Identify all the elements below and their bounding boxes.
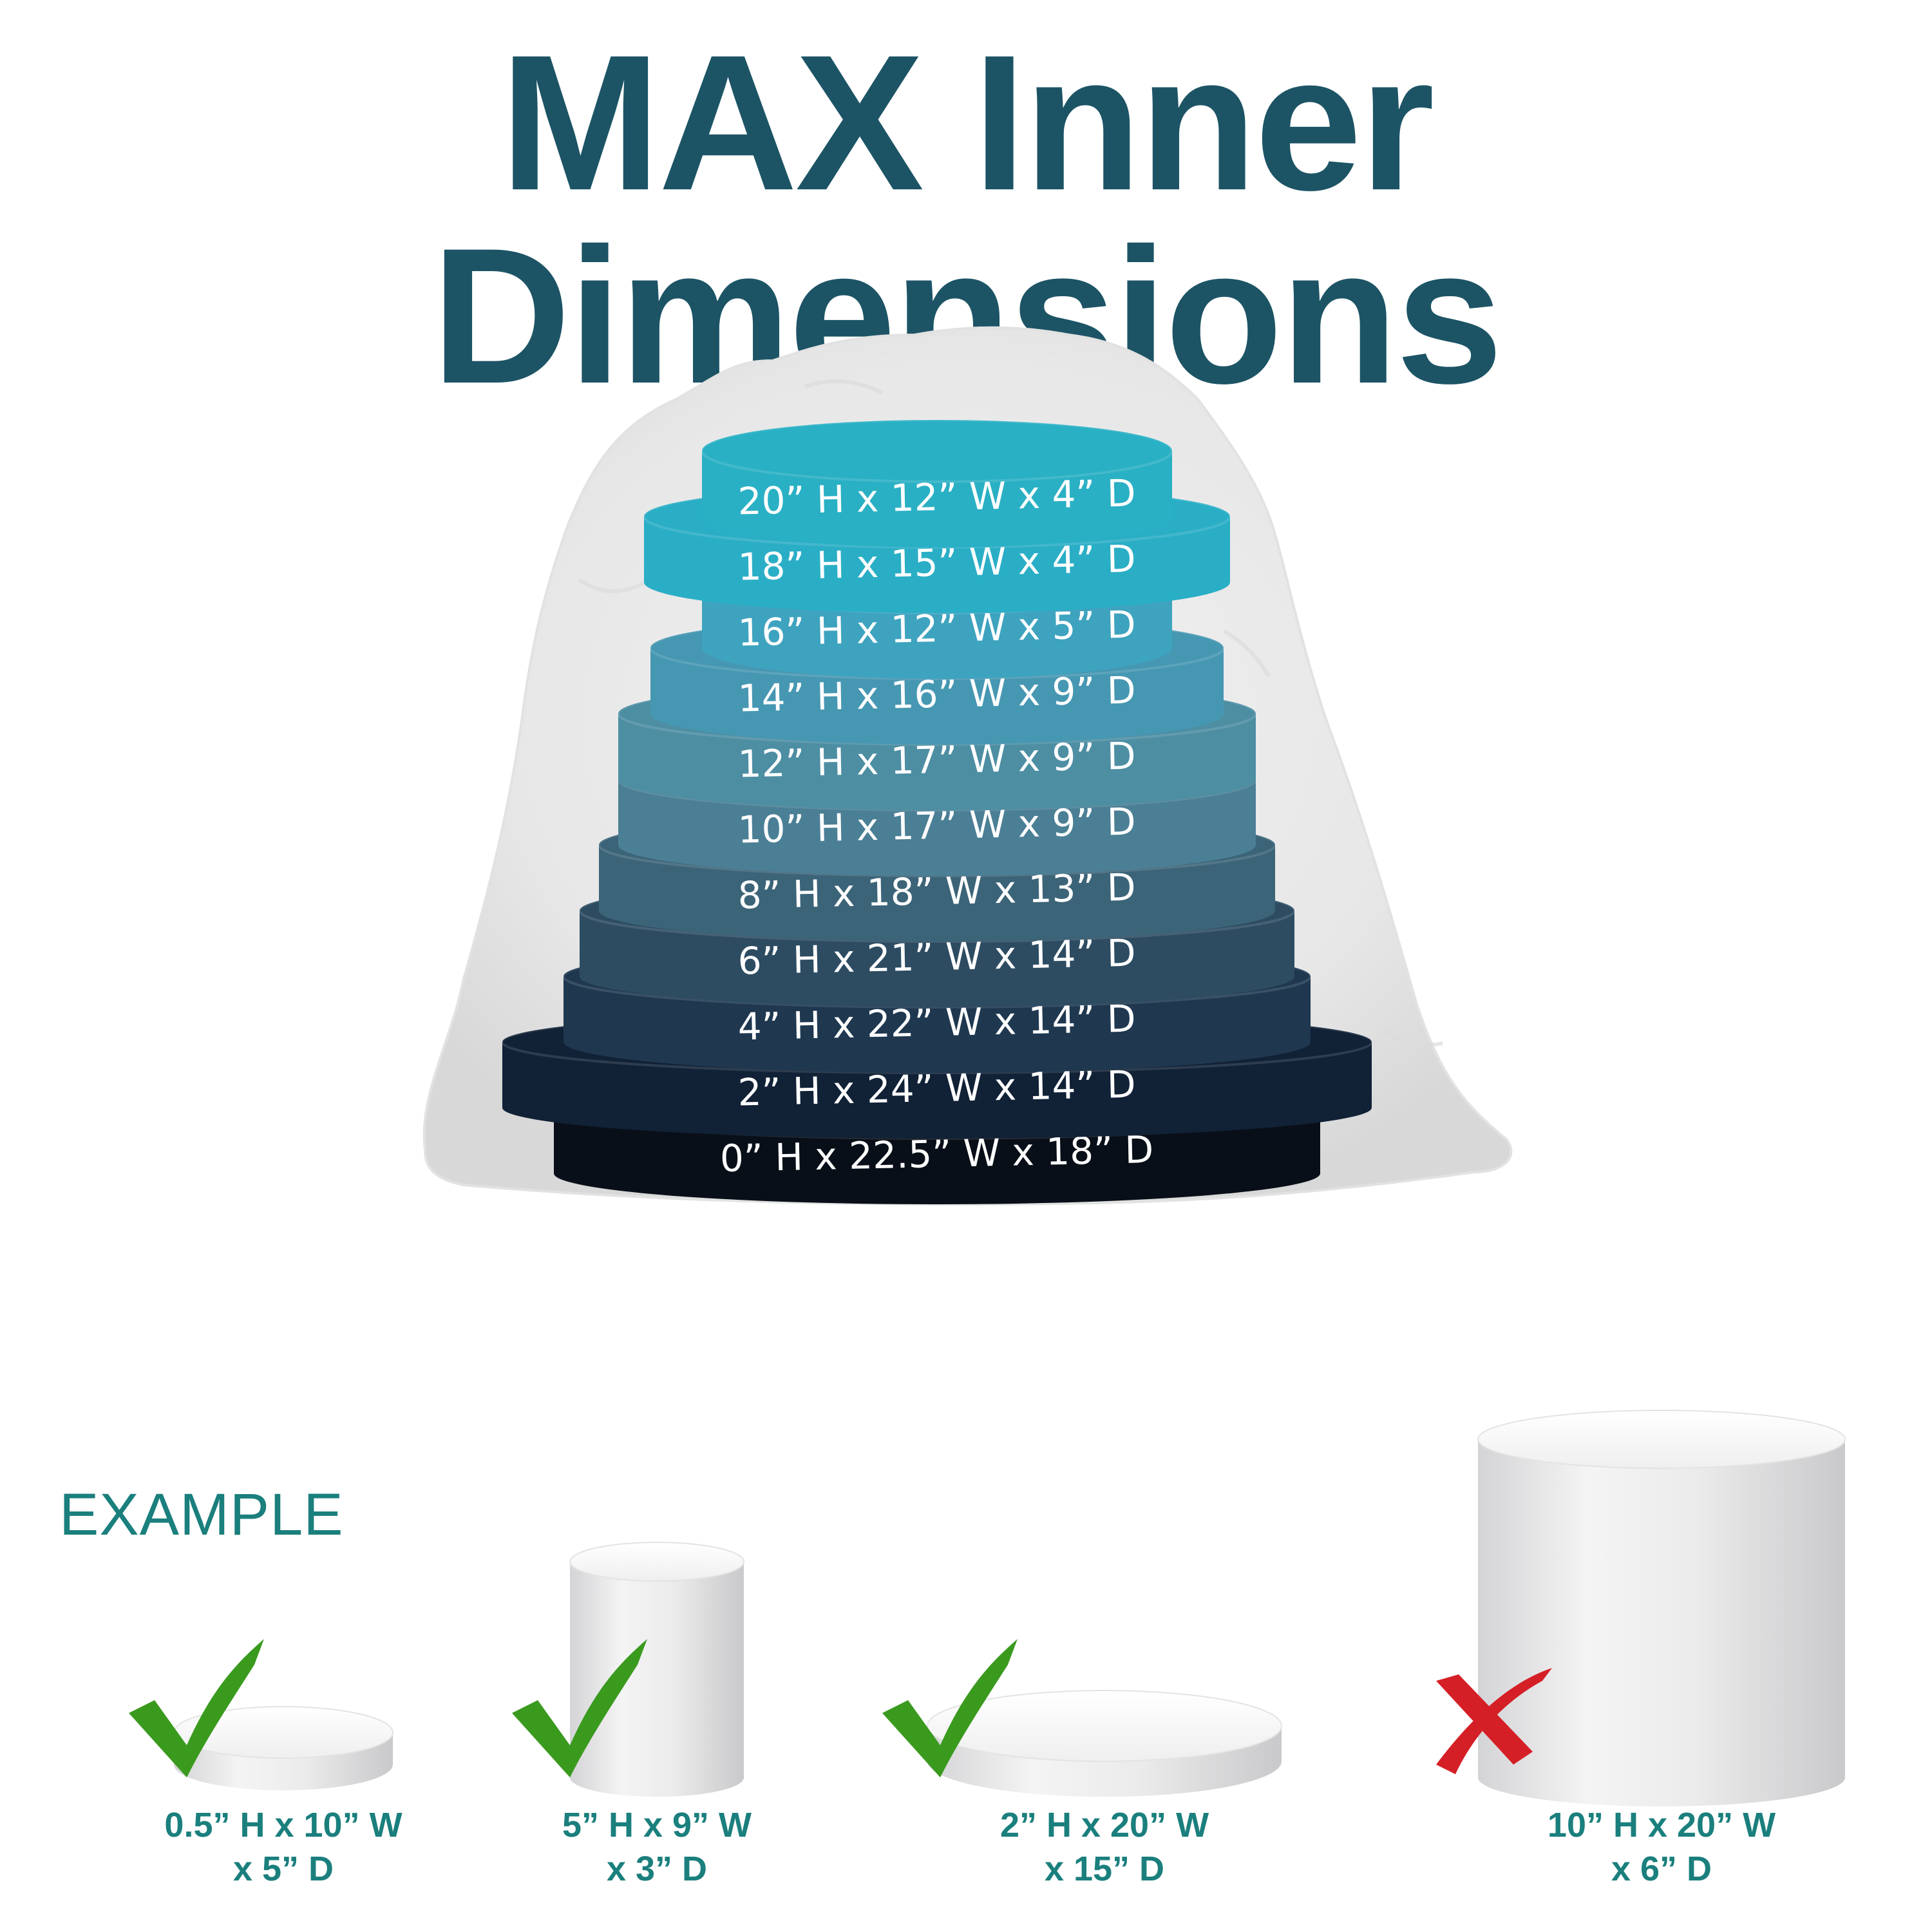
example-caption-line1: 0.5” H x 10” W: [164, 1806, 402, 1844]
tier-stack: 0” H x 22.5” W x 18” D2” H x 24” W x 14”…: [501, 419, 1373, 1204]
example-caption-line2: x 6” D: [1611, 1850, 1712, 1888]
example-caption-line1: 5” H x 9” W: [562, 1806, 752, 1844]
example-caption-3: 2” H x 20” W x 15” D: [956, 1803, 1253, 1891]
tier-rim: [701, 419, 1173, 483]
example-caption-line2: x 5” D: [232, 1850, 334, 1888]
tier-label: 20” H x 12” W x 4” D: [737, 471, 1136, 524]
example-caption-line1: 10” H x 20” W: [1547, 1806, 1776, 1844]
tier-0: 20” H x 12” W x 4” D: [701, 419, 1173, 547]
tier-top: [702, 420, 1172, 482]
example-heading: EXAMPLE: [59, 1482, 344, 1548]
example-caption-line1: 2” H x 20” W: [999, 1806, 1209, 1844]
example-caption-1: 0.5” H x 10” W x 5” D: [135, 1803, 431, 1891]
example-caption-line2: x 15” D: [1044, 1850, 1165, 1888]
example-caption-line2: x 3” D: [606, 1850, 708, 1888]
example-caption-4: 10” H x 20” W x 6” D: [1513, 1803, 1810, 1891]
example-caption-2: 5” H x 9” W x 3” D: [509, 1803, 805, 1891]
page-title: MAX Inner Dimensions: [431, 14, 1503, 424]
